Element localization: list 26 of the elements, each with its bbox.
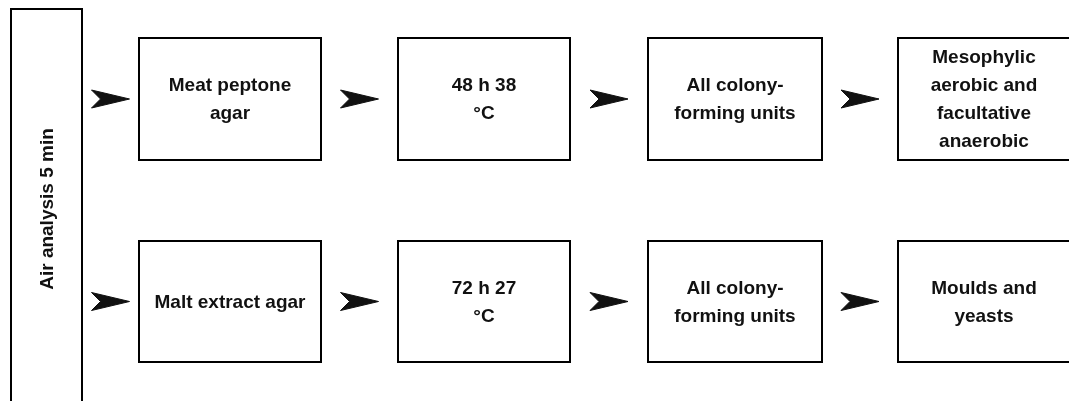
arrow: [589, 89, 629, 109]
arrow: [340, 292, 379, 311]
box-label: All colony-forming units: [673, 275, 797, 328]
arrow: [840, 292, 880, 311]
process-box: [647, 240, 823, 363]
box-label: Malt extract agar: [154, 289, 306, 314]
box-label: Moulds and yeasts: [930, 275, 1038, 328]
process-box: [647, 37, 823, 161]
arrow: [91, 89, 130, 109]
side-panel: [10, 8, 83, 401]
process-box: [897, 37, 1069, 161]
vertical-label: Air analysis 5 min: [34, 128, 58, 290]
process-box: [138, 240, 322, 363]
box-label: Meat peptone agar: [167, 73, 293, 125]
process-box: [397, 240, 571, 363]
box-label: 48 h 38 °C: [450, 73, 518, 125]
box-label: All colony-forming units: [673, 73, 797, 125]
arrow: [340, 89, 379, 109]
box-label: Mesophylic aerobic and facultative anaerobic: [929, 45, 1039, 153]
arrow: [589, 292, 629, 311]
process-box: [138, 37, 322, 161]
box-label: 72 h 27 °C: [450, 275, 518, 328]
process-box: [397, 37, 571, 161]
arrow: [840, 89, 880, 109]
process-box: [897, 240, 1069, 363]
arrow: [91, 292, 130, 311]
